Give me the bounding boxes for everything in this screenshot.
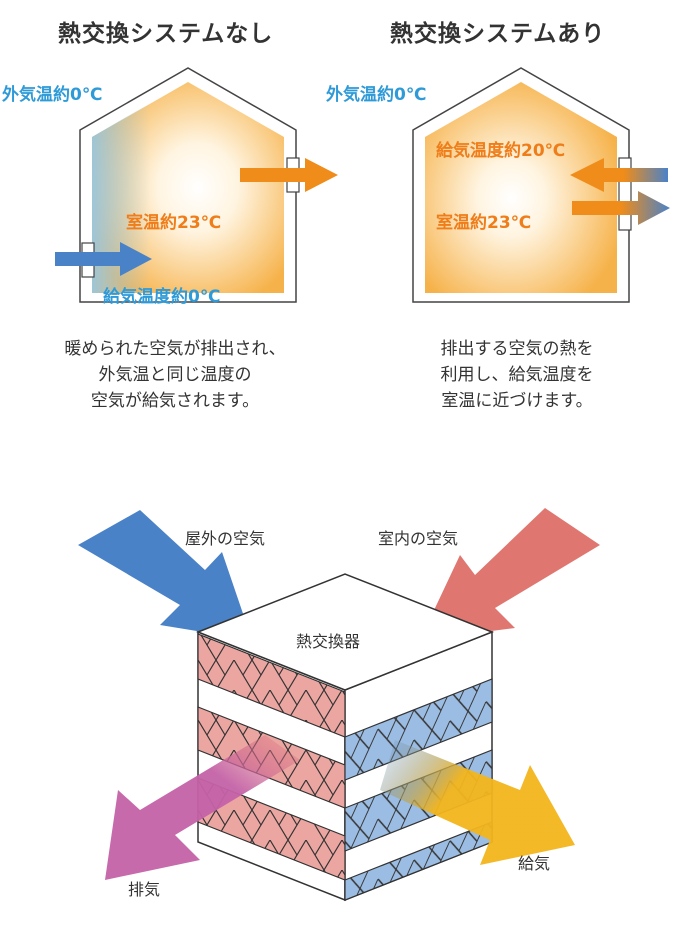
outdoor-air-label: 屋外の空気: [185, 529, 266, 548]
left-room-temp: 室温約23℃: [126, 213, 222, 233]
right-caption: 排出する空気の熱を 利用し、給気温度を 室温に近づけます。: [372, 336, 662, 414]
indoor-air-arrow: [420, 508, 600, 640]
right-supply-temp: 給気温度約20℃: [436, 141, 566, 161]
house-with-exchange: [412, 67, 632, 303]
left-supply-temp: 給気温度約0℃: [103, 287, 221, 307]
indoor-air-label: 室内の空気: [378, 529, 459, 548]
house-without-exchange: [79, 67, 300, 303]
supply-arrow-left: [55, 242, 152, 276]
left-panel-title: 熱交換システムなし: [58, 21, 274, 47]
left-caption-line-3: 空気が給気されます。: [90, 391, 260, 411]
right-room-temp: 室温約23℃: [436, 213, 532, 233]
exhaust-arrow: [105, 735, 300, 880]
exhaust-arrow-right: [572, 191, 670, 225]
supply-arrow: [380, 740, 575, 865]
supply-arrow-right: [570, 158, 668, 192]
right-panel-title: 熱交換システムあり: [390, 21, 606, 47]
left-caption-line-2: 外気温と同じ温度の: [98, 365, 252, 385]
left-outside-temp: 外気温約0℃: [2, 85, 103, 105]
right-caption-line-3: 室温に近づけます。: [441, 391, 593, 411]
left-caption: 暖められた空気が排出され、 外気温と同じ温度の 空気が給気されます。: [30, 336, 320, 414]
exhaust-arrow-left: [240, 158, 338, 192]
outdoor-air-arrow: [78, 510, 252, 640]
exhaust-label: 排気: [128, 880, 161, 899]
supply-label: 給気: [518, 854, 551, 873]
right-caption-line-2: 利用し、給気温度を: [440, 365, 594, 385]
heat-exchanger-cube: [195, 573, 495, 902]
heat-exchanger-label: 熱交換器: [296, 632, 361, 651]
right-caption-line-1: 排出する空気の熱を: [440, 339, 594, 359]
left-caption-line-1: 暖められた空気が排出され、: [64, 339, 286, 359]
right-outside-temp: 外気温約0℃: [326, 85, 427, 105]
